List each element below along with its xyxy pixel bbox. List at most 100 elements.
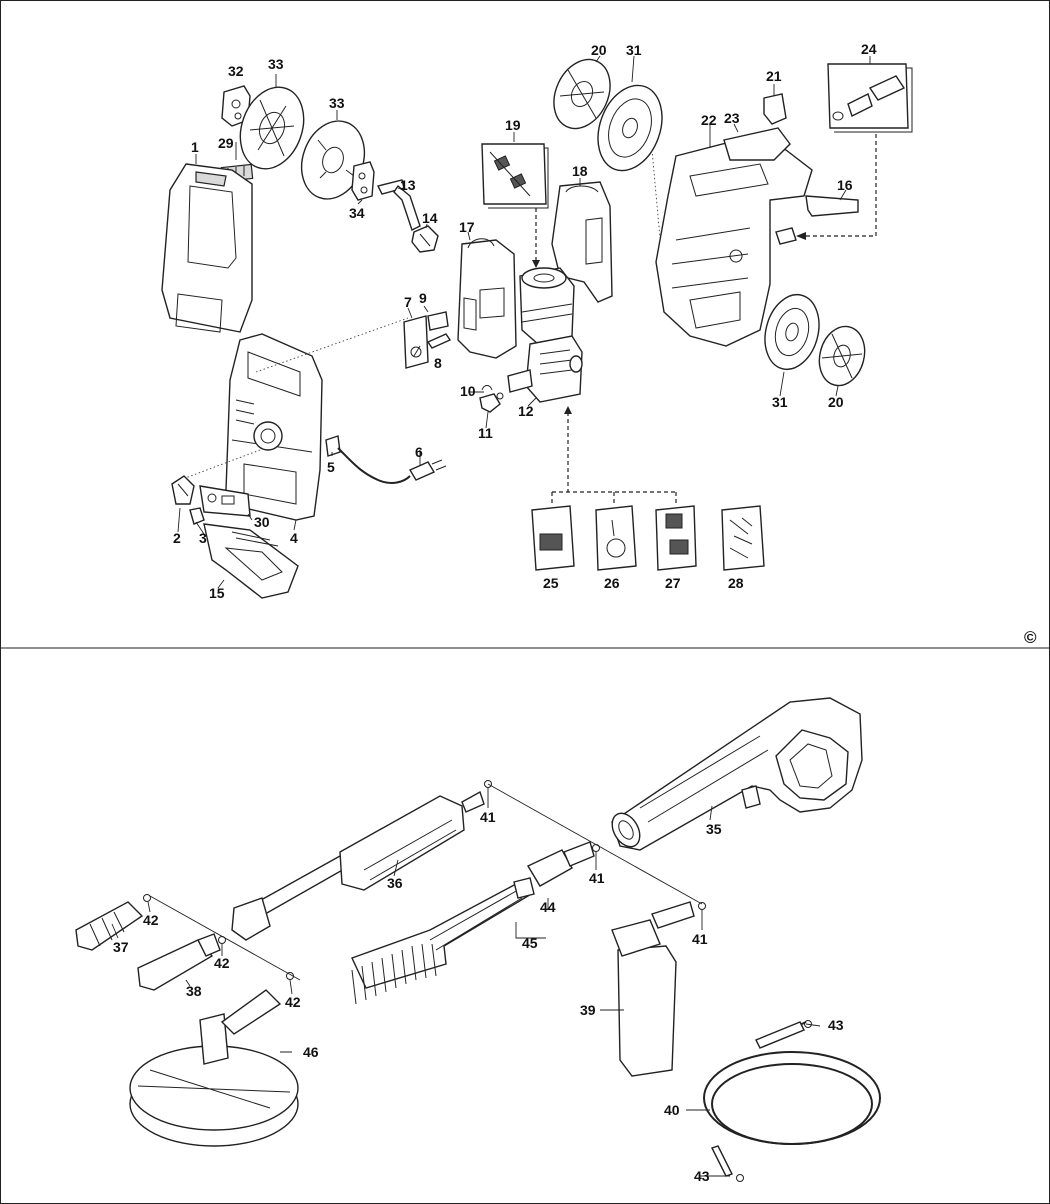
label-2: 2: [173, 530, 181, 546]
label-19: 19: [505, 117, 521, 133]
part-6-power-cable: [337, 447, 447, 484]
label-43-a: 43: [828, 1017, 844, 1033]
label-4: 4: [290, 530, 298, 546]
part-9-switch: [427, 311, 449, 331]
part-14-knob: [411, 225, 439, 253]
part-16-strip: [805, 195, 859, 217]
label-13: 13: [400, 177, 416, 193]
label-31-a: 31: [626, 42, 642, 58]
label-44: 44: [540, 899, 556, 915]
label-16: 16: [837, 177, 853, 193]
motor-pump-assembly: [519, 267, 575, 345]
label-42-b: 42: [214, 955, 230, 971]
label-42-c: 42: [285, 994, 301, 1010]
label-9: 9: [419, 290, 427, 306]
label-7: 7: [404, 294, 412, 310]
label-36: 36: [387, 875, 403, 891]
label-12: 12: [518, 403, 534, 419]
part-1-front-cover: [161, 163, 253, 333]
label-39: 39: [580, 1002, 596, 1018]
label-37: 37: [113, 939, 129, 955]
part-22-frame: [655, 139, 813, 347]
label-5: 5: [327, 459, 335, 475]
part-36-lance: [231, 790, 485, 941]
part-5-cable-clip: [325, 435, 341, 457]
part-3-plug: [189, 507, 205, 525]
part-28-kit: [721, 505, 765, 571]
label-10: 10: [460, 383, 476, 399]
label-46: 46: [303, 1044, 319, 1060]
part-24-connector-kit: [827, 63, 913, 133]
label-42-a: 42: [143, 912, 159, 928]
label-43-b: 43: [694, 1168, 710, 1184]
label-8: 8: [434, 355, 442, 371]
part-39-detergent-bottle: [611, 901, 695, 1077]
label-33-b: 33: [329, 95, 345, 111]
part-21-clip: [763, 93, 787, 125]
label-18: 18: [572, 163, 588, 179]
label-22: 22: [701, 112, 717, 128]
label-41-a: 41: [480, 809, 496, 825]
label-6: 6: [415, 444, 423, 460]
label-17: 17: [459, 219, 475, 235]
label-40: 40: [664, 1102, 680, 1118]
label-1: 1: [191, 139, 199, 155]
label-41-c: 41: [692, 931, 708, 947]
label-38: 38: [186, 983, 202, 999]
label-3: 3: [199, 530, 207, 546]
part-11-valve: [479, 393, 501, 413]
part-15-handle: [203, 523, 299, 599]
part-30-switch-panel: [199, 485, 251, 517]
label-34: 34: [349, 205, 365, 221]
label-25: 25: [543, 575, 559, 591]
part-20-wheel-cap-top: [553, 58, 611, 130]
part-33-hose-reel-drum: [300, 120, 366, 200]
label-41-b: 41: [589, 870, 605, 886]
part-27-kit: [655, 505, 697, 571]
part-10-oring: [481, 385, 504, 400]
part-37-turbo-nozzle: [75, 901, 144, 951]
part-35-spray-gun: [611, 697, 863, 851]
label-15: 15: [209, 585, 225, 601]
part-12-pump: [507, 335, 583, 403]
part-45-brush: [351, 877, 535, 1005]
part-38-nozzle: [137, 933, 221, 991]
part-18-side-cover: [551, 181, 613, 303]
part-8-fitting: [426, 333, 452, 349]
label-29: 29: [218, 135, 234, 151]
part-44-adapter: [527, 841, 595, 887]
label-26: 26: [604, 575, 620, 591]
label-32: 32: [228, 63, 244, 79]
part-20-wheel-cap-bottom: [818, 325, 866, 387]
label-35: 35: [706, 821, 722, 837]
part-25-kit: [531, 505, 575, 571]
copyright-mark: ©: [1024, 628, 1037, 647]
part-13-crank: [376, 179, 421, 231]
part-19-brush-kit: [481, 143, 549, 209]
label-33-a: 33: [268, 56, 284, 72]
label-31-b: 31: [772, 394, 788, 410]
part-46-patio-cleaner: [129, 989, 299, 1147]
label-21: 21: [766, 68, 782, 84]
part-4-main-housing: [225, 333, 323, 521]
part-23-handle-bracket: [723, 127, 791, 161]
part-33-hose-reel-top: [239, 86, 305, 170]
part-7-plate: [403, 315, 429, 369]
label-24: 24: [861, 41, 877, 57]
label-27: 27: [665, 575, 681, 591]
part-2-knob: [171, 475, 195, 505]
inlet-fitting: [775, 227, 797, 245]
part-17-motor-housing: [457, 238, 517, 359]
part-31-wheel-top: [597, 84, 663, 172]
label-20-b: 20: [828, 394, 844, 410]
label-14: 14: [422, 210, 438, 226]
part-31-wheel-bottom: [764, 293, 820, 371]
label-11: 11: [478, 425, 493, 441]
label-45: 45: [522, 935, 538, 951]
part-34-bracket: [351, 161, 375, 201]
label-20-a: 20: [591, 42, 607, 58]
label-30: 30: [254, 514, 270, 530]
part-26-kit: [595, 505, 637, 571]
label-23: 23: [724, 110, 740, 126]
